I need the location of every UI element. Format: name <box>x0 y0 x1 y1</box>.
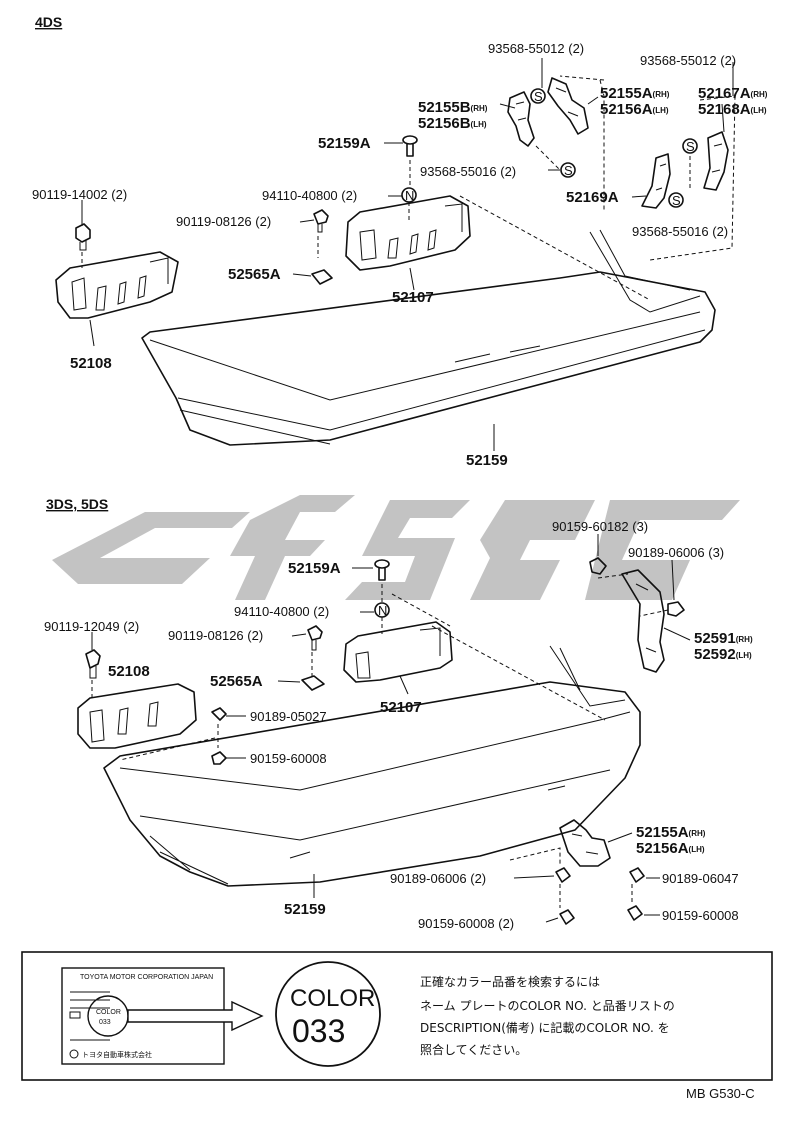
svg-text:S: S <box>534 89 543 104</box>
label-52108-bottom: 52108 <box>108 663 150 680</box>
clip-90119-08126-4ds <box>313 209 329 233</box>
screw-90159-60008-b <box>559 909 575 925</box>
note-line-1: 正確なカラー品番を検索するには <box>420 974 600 989</box>
section-title-4ds: 4DS <box>35 14 62 30</box>
label-52156a-bottom: 52156A(LH) <box>636 840 705 857</box>
note-line-3: DESCRIPTION(備考) に記載のCOLOR NO. を <box>420 1020 670 1035</box>
label-52565a-bottom: 52565A <box>210 673 263 690</box>
color-code: 033 <box>292 1013 345 1049</box>
svg-text:N: N <box>405 188 414 203</box>
label-90159-60008-a: 90159-60008 <box>250 751 327 766</box>
label-52159a-top: 52159A <box>318 135 371 152</box>
label-90159-60182: 90159-60182 (3) <box>552 519 648 534</box>
svg-text:N: N <box>378 603 387 618</box>
marker-s-4: S <box>668 192 684 208</box>
bumper-cover-4ds <box>141 229 716 446</box>
label-90119-14002: 90119-14002 (2) <box>32 187 127 202</box>
label-90189-06006-b: 90189-06006 (2) <box>390 871 486 886</box>
label-52168a: 52168A(LH) <box>698 101 767 118</box>
label-90159-60008-c: 90159-60008 <box>662 908 739 923</box>
nut-90189-06006-a <box>667 601 685 617</box>
marker-s-2: S <box>682 138 698 154</box>
clip-90119-12049 <box>85 649 101 679</box>
label-94110-40800-bottom: 94110-40800 (2) <box>234 604 329 619</box>
label-52592: 52592(LH) <box>694 646 752 663</box>
label-90119-12049: 90119-12049 (2) <box>44 619 139 634</box>
label-90189-05027: 90189-05027 <box>250 709 327 724</box>
marker-n-1: N <box>401 187 417 203</box>
label-93568-55016-a: 93568-55016 (2) <box>420 164 516 179</box>
bolt-52159a-bottom <box>374 559 390 581</box>
label-94110-40800-top: 94110-40800 (2) <box>262 188 357 203</box>
bolt-52159a-4ds <box>402 135 418 157</box>
label-52169a: 52169A <box>566 189 619 206</box>
pad-52565a-4ds <box>311 269 333 285</box>
clip-90119-08126-bottom <box>307 625 323 651</box>
bracket-52155b-4ds <box>507 91 535 147</box>
retainer-52107-bottom <box>343 621 453 683</box>
arrow-icon <box>127 1000 264 1032</box>
color-info-box: TOYOTA MOTOR CORPORATION JAPAN COLOR 033… <box>21 951 773 1081</box>
color-label: COLOR <box>290 985 375 1012</box>
svg-text:S: S <box>672 193 681 208</box>
note-line-2: ネーム プレートのCOLOR NO. と品番リストの <box>420 999 675 1013</box>
marker-s-3: S <box>560 162 576 178</box>
svg-text:033: 033 <box>99 1019 111 1026</box>
label-52155a-bottom: 52155A(RH) <box>636 824 706 841</box>
label-52156b: 52156B(LH) <box>418 115 487 132</box>
label-52107-bottom: 52107 <box>380 699 422 716</box>
screw-90159-60008-a <box>211 751 227 765</box>
note-line-4: 照合してください。 <box>420 1042 527 1057</box>
bumper-cover-3ds-5ds <box>103 645 641 887</box>
bracket-52591-bottom <box>621 569 665 673</box>
retainer-52108-4ds <box>55 251 179 319</box>
label-90189-06006-a: 90189-06006 (3) <box>628 545 724 560</box>
pad-52565a-bottom <box>301 675 325 691</box>
label-52107-top: 52107 <box>392 289 434 306</box>
nut-90189-06006-b <box>555 867 571 883</box>
label-52167a: 52167A(RH) <box>698 85 768 102</box>
marker-s-1: S <box>530 88 546 104</box>
clip-90189-05027 <box>211 707 227 721</box>
ref-code: MB G530-C <box>686 1086 755 1101</box>
label-93568-55012-a: 93568-55012 (2) <box>488 41 584 56</box>
bracket-52155a-bottom <box>559 819 611 867</box>
label-52156a-top: 52156A(LH) <box>600 101 669 118</box>
watermark-logo <box>52 495 740 600</box>
svg-text:トヨタ自動車株式会社: トヨタ自動車株式会社 <box>82 1050 152 1059</box>
svg-text:S: S <box>564 163 573 178</box>
clip-90119-14002-4ds <box>75 223 91 251</box>
label-90119-08126-bottom: 90119-08126 (2) <box>168 628 263 643</box>
bracket-52155a-4ds <box>547 77 589 135</box>
label-52155a-top: 52155A(RH) <box>600 85 670 102</box>
bracket-52167a-4ds <box>703 131 729 191</box>
label-52155b: 52155B(RH) <box>418 99 488 116</box>
label-52108-top: 52108 <box>70 355 112 372</box>
label-93568-55012-b: 93568-55012 (2) <box>640 53 736 68</box>
label-93568-55016-b: 93568-55016 (2) <box>632 224 728 239</box>
section-title-3ds-5ds: 3DS, 5DS <box>46 496 108 512</box>
svg-text:TOYOTA MOTOR CORPORATION JAPAN: TOYOTA MOTOR CORPORATION JAPAN <box>80 974 213 981</box>
screw-90159-60008-c <box>627 905 643 921</box>
label-90159-60008-b: 90159-60008 (2) <box>418 916 514 931</box>
label-90189-06047: 90189-06047 <box>662 871 739 886</box>
label-52159a-bottom: 52159A <box>288 560 341 577</box>
label-52565a-top: 52565A <box>228 266 281 283</box>
label-52591: 52591(RH) <box>694 630 753 647</box>
marker-n-2: N <box>374 602 390 618</box>
label-52159-bottom: 52159 <box>284 901 326 918</box>
retainer-52108-bottom <box>77 683 197 749</box>
color-code-circle <box>275 961 381 1067</box>
label-90119-08126-top: 90119-08126 (2) <box>176 214 271 229</box>
label-52159-top: 52159 <box>466 452 508 469</box>
svg-text:S: S <box>686 139 695 154</box>
retainer-52107-4ds <box>345 195 471 271</box>
svg-text:COLOR: COLOR <box>96 1009 121 1016</box>
bracket-52169a-4ds <box>641 153 671 209</box>
clip-90189-06047 <box>629 867 645 883</box>
screw-90159-60182 <box>589 557 607 575</box>
